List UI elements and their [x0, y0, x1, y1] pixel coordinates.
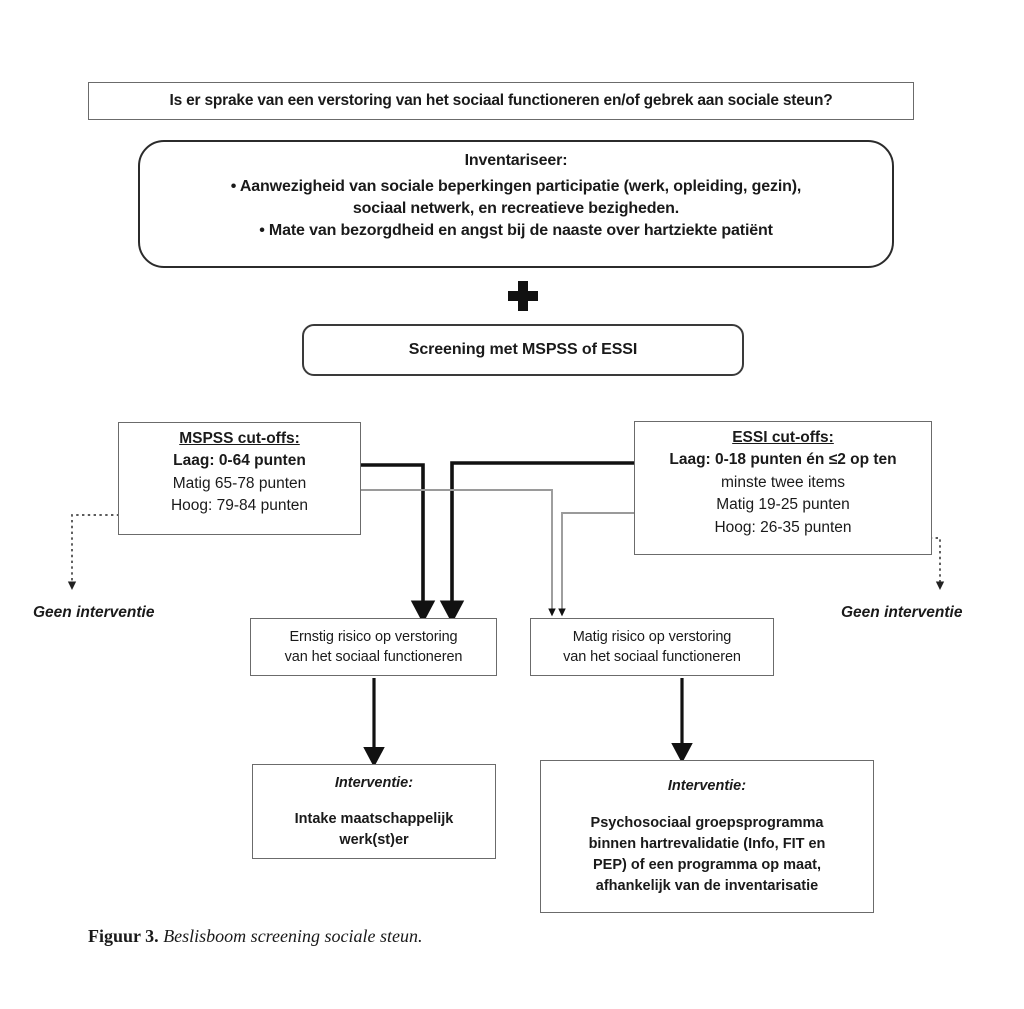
interventie-right-line-2: binnen hartrevalidatie (Info, FIT en: [588, 835, 826, 852]
mspss-row-hoog: Hoog: 79-84 punten: [170, 497, 309, 515]
figure-caption: Figuur 3. Beslisboom screening sociale s…: [88, 926, 422, 947]
ernstig-risico-line-1: Ernstig risico op verstoring: [289, 628, 458, 645]
inventariseer-title: Inventariseer:: [464, 152, 568, 169]
interventie-right-line-3: PEP) of een programma op maat,: [592, 857, 822, 873]
interventie-left-line-2: werk(st)er: [339, 831, 409, 848]
edge-essi-laag-to-ernstig: [439, 461, 648, 624]
question-text: Is er sprake van een verstoring van het …: [169, 92, 833, 109]
ernstig-risico-box: Ernstig risico op verstoring van het soc…: [250, 618, 497, 676]
screening-text: Screening met MSPSS of ESSI: [408, 341, 638, 358]
essi-row-matig: Matig 19-25 punten: [716, 496, 850, 514]
mspss-title: MSPSS cut-offs:: [179, 430, 300, 447]
mspss-cutoffs-box: MSPSS cut-offs: Laag: 0-64 punten Matig …: [118, 422, 361, 535]
matig-risico-box: Matig risico op verstoring van het socia…: [530, 618, 774, 676]
figure-caption-text: Beslisboom screening sociale steun.: [163, 926, 423, 946]
inventariseer-box: Inventariseer: • Aanwezigheid van social…: [138, 140, 894, 268]
matig-risico-line-2: van het sociaal functioneren: [563, 649, 741, 665]
interventie-right-title: Interventie:: [667, 777, 747, 794]
interventie-right-line-1: Psychosociaal groepsprogramma: [590, 814, 824, 831]
interventie-left-box: Interventie: Intake maatschappelijk werk…: [252, 764, 496, 859]
essi-row-laag-line-1: Laag: 0-18 punten én ≤2 op ten: [669, 451, 897, 469]
essi-cutoffs-box: ESSI cut-offs: Laag: 0-18 punten én ≤2 o…: [634, 421, 932, 555]
interventie-right-line-4: afhankelijk van de inventarisatie: [595, 878, 819, 895]
question-box: Is er sprake van een verstoring van het …: [88, 82, 914, 120]
edge-mspss-matig-to-matig: [330, 489, 556, 617]
screening-box: Screening met MSPSS of ESSI: [302, 324, 744, 376]
mspss-row-matig: Matig 65-78 punten: [172, 474, 307, 492]
essi-row-laag-line-2: minste twee items: [720, 473, 846, 491]
geen-interventie-right-label: Geen interventie: [841, 604, 963, 621]
interventie-right-box: Interventie: Psychosociaal groepsprogram…: [540, 760, 874, 913]
essi-row-hoog: Hoog: 26-35 punten: [714, 518, 852, 536]
figure-caption-label: Figuur 3.: [88, 926, 159, 946]
inventariseer-bullet-1-line-1: • Aanwezigheid van sociale beperkingen p…: [230, 177, 802, 195]
interventie-left-title: Interventie:: [334, 774, 414, 791]
interventie-left-line-1: Intake maatschappelijk: [294, 811, 454, 828]
plus-icon: [508, 281, 538, 311]
essi-title: ESSI cut-offs:: [732, 429, 834, 446]
geen-interventie-left-label: Geen interventie: [33, 604, 155, 621]
mspss-row-laag: Laag: 0-64 punten: [173, 452, 306, 470]
ernstig-risico-line-2: van het sociaal functioneren: [284, 649, 463, 665]
inventariseer-bullet-2-line-1: • Mate van bezorgdheid en angst bij de n…: [259, 222, 773, 240]
matig-risico-line-1: Matig risico op verstoring: [572, 628, 732, 645]
inventariseer-bullet-1-line-2: sociaal netwerk, en recreatieve bezighed…: [352, 200, 680, 218]
